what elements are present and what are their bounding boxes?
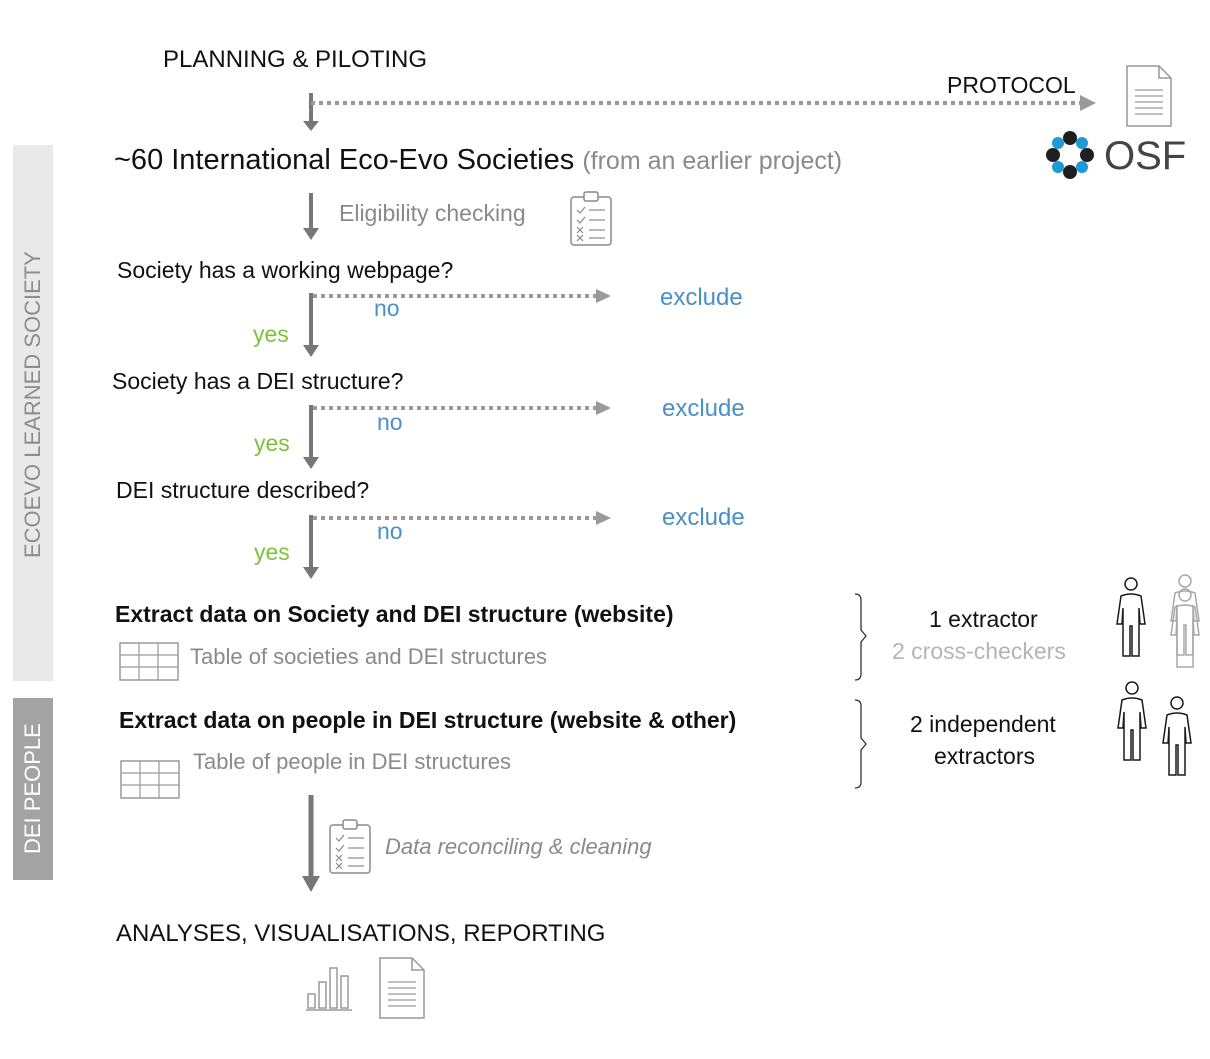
table-people-label: Table of people in DEI structures [193,749,511,774]
exclude-label-3: exclude [662,504,745,531]
yes-label-3: yes [254,539,290,565]
question-working-webpage: Society has a working webpage? [117,257,454,283]
societies-note-text: (from an earlier project) [582,147,843,175]
person-icon-extractor-a [1117,681,1147,761]
person-icon-cross-checker [1170,574,1200,668]
document-icon-report [379,957,425,1019]
societies-main-text: ~60 International Eco-Evo Societies [114,144,575,176]
cross-checkers-label: 2 cross-checkers [892,638,1066,664]
question-dei-structure: Society has a DEI structure? [112,368,404,394]
reconciling-label: Data reconciling & cleaning [385,834,652,859]
planning-label: PLANNING & PILOTING [163,46,428,73]
bracket-extract-society [854,593,867,681]
analyses-label: ANALYSES, VISUALISATIONS, REPORTING [116,920,606,947]
dotted-arrow-protocol [311,95,1096,111]
eligibility-label: Eligibility checking [339,200,526,226]
protocol-label: PROTOCOL [947,72,1076,98]
table-icon [119,642,179,681]
person-icon [1116,577,1146,657]
extract-society-title: Extract data on Society and DEI structur… [115,601,674,627]
arrow-societies-to-q1 [303,193,319,240]
independent-label-line1: 2 independent [910,711,1056,737]
arrow-extract-to-analyses [302,795,320,892]
exclude-label-2: exclude [662,395,745,422]
arrow-q1-to-q2 [303,293,319,357]
bar-chart-icon [306,967,352,1011]
arrow-planning-to-societies [303,93,319,131]
extractor-count-label: 1 extractor [929,606,1038,632]
checklist-icon [570,191,612,246]
arrow-q2-to-q3 [303,405,319,469]
no-label-3: no [377,518,403,544]
checklist-icon-reconcile [329,819,371,874]
dotted-arrow-exclude-2 [313,401,611,415]
document-icon [1126,65,1172,127]
yes-label-1: yes [253,321,289,347]
yes-label-2: yes [254,430,290,456]
no-label-1: no [374,295,400,321]
independent-label-line2: extractors [934,743,1035,769]
societies-title: ~60 International Eco-Evo Societies (fro… [114,146,842,175]
side-band-people [13,698,53,880]
table-societies-label: Table of societies and DEI structures [190,644,548,669]
osf-logo-icon [1046,131,1094,179]
dotted-arrow-exclude-1 [313,289,611,303]
side-band-society [13,145,53,681]
no-label-2: no [377,409,403,435]
extract-people-title: Extract data on people in DEI structure … [119,707,737,733]
person-icon-extractor-b [1162,696,1192,776]
exclude-label-1: exclude [660,284,743,311]
bracket-extract-people [854,699,867,789]
question-dei-described: DEI structure described? [116,477,370,503]
table-icon-people [120,760,180,799]
dotted-arrow-exclude-3 [313,511,611,525]
osf-label: OSF [1104,134,1187,178]
arrow-q3-to-extract [303,515,319,579]
